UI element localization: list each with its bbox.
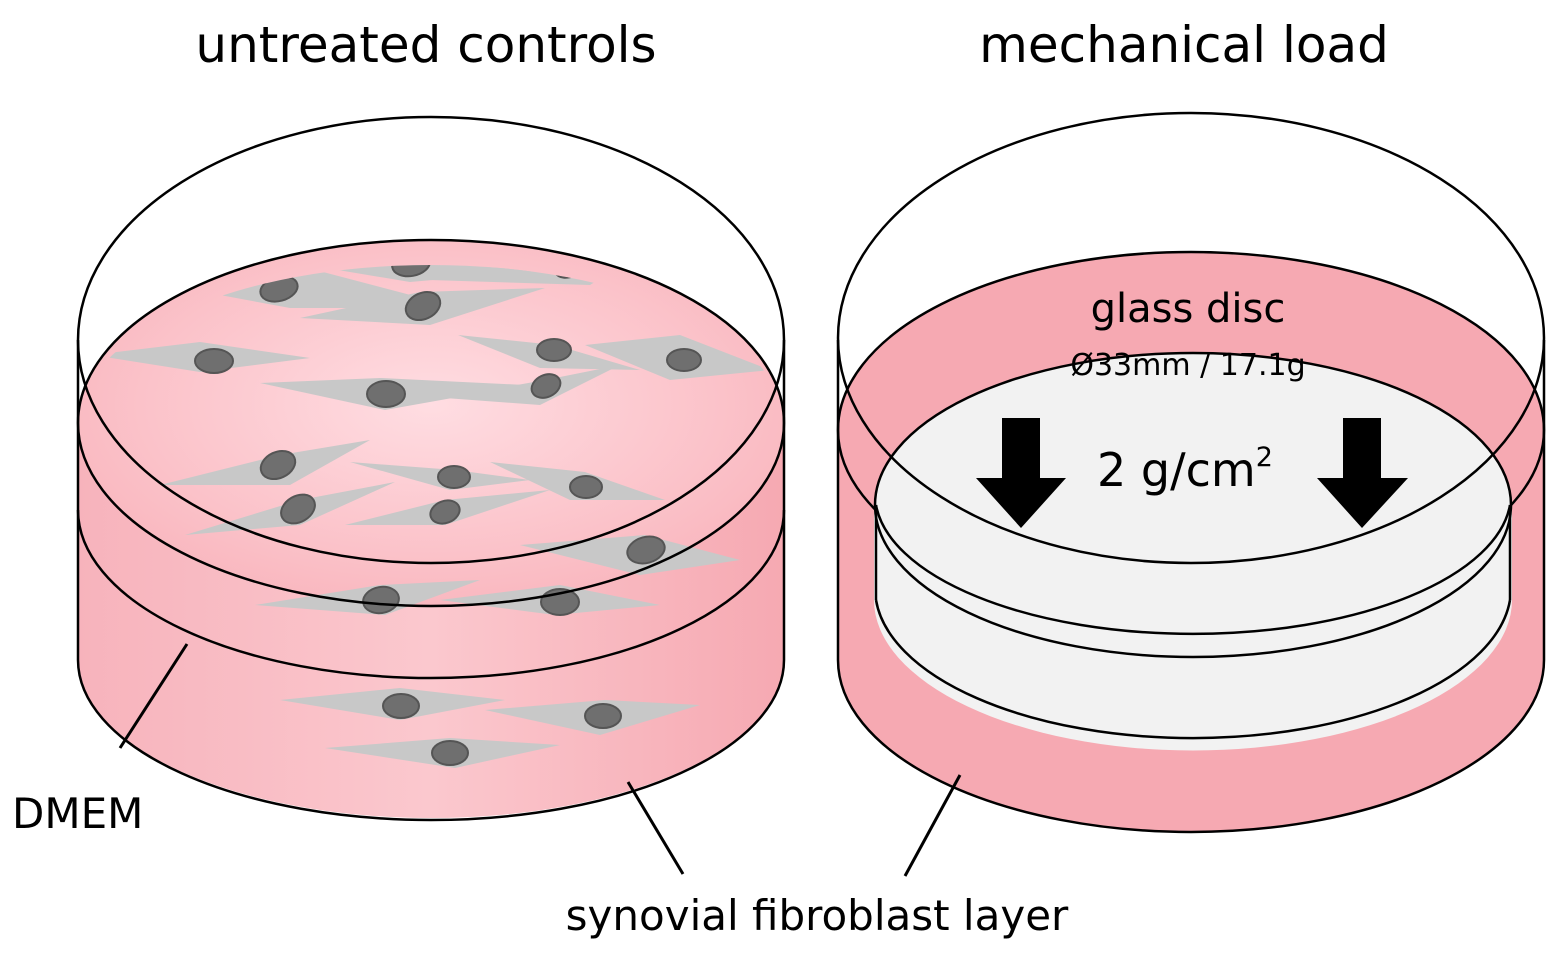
cell-layer-leader-left	[626, 781, 685, 875]
cell-layer-label: synovial fibroblast layer	[566, 891, 1069, 940]
fibroblast-cell	[280, 688, 505, 720]
fibroblast-cell	[92, 342, 310, 374]
dish-lower-rim	[76, 509, 786, 680]
dish-bottom-rim	[836, 659, 1546, 834]
glass-disc-lower-edge	[874, 504, 1512, 636]
fibroblast-cell	[325, 738, 560, 768]
fibroblast-cell	[185, 482, 395, 535]
fibroblast-cell	[300, 288, 545, 325]
fibroblast-cell	[585, 335, 770, 380]
fibroblast-cell	[490, 462, 665, 500]
pressure-value: 2 g/cm	[1097, 443, 1256, 497]
fibroblast-cell	[458, 335, 640, 370]
glass-disc-bottom-edge	[874, 599, 1512, 740]
dish-bottom-rim	[76, 659, 786, 822]
fibroblast-cells-bottom	[280, 688, 700, 768]
fibroblast-cell	[350, 462, 530, 490]
fibroblast-cell	[520, 535, 740, 575]
right-title: mechanical load	[979, 16, 1389, 74]
fibroblast-cell	[345, 490, 550, 525]
loaded-dish: glass disc Ø33mm / 17.1g 2 g/cm2	[836, 111, 1546, 834]
left-title: untreated controls	[195, 16, 656, 74]
down-arrow-icon	[1317, 418, 1408, 528]
medium-label: DMEM	[12, 789, 143, 838]
glass-disc-label: glass disc	[1091, 286, 1286, 332]
down-arrow-icon	[976, 418, 1066, 528]
fibroblast-cell	[160, 440, 370, 485]
fibroblast-cell	[485, 700, 700, 735]
fibroblast-cell	[260, 378, 525, 410]
fibroblast-cell	[255, 580, 480, 615]
dish-top-rim	[836, 111, 1546, 565]
fibroblast-cell	[445, 365, 620, 405]
control-dish	[76, 115, 786, 822]
pressure-label: 2 g/cm2	[1097, 442, 1273, 497]
glass-disc-spec: Ø33mm / 17.1g	[1070, 348, 1305, 383]
medium-leader-line	[118, 643, 189, 749]
dish-top-rim	[76, 115, 786, 565]
pressure-exponent: 2	[1256, 442, 1273, 473]
glass-disc	[873, 351, 1513, 659]
cell-layer-leader-right	[903, 774, 962, 877]
